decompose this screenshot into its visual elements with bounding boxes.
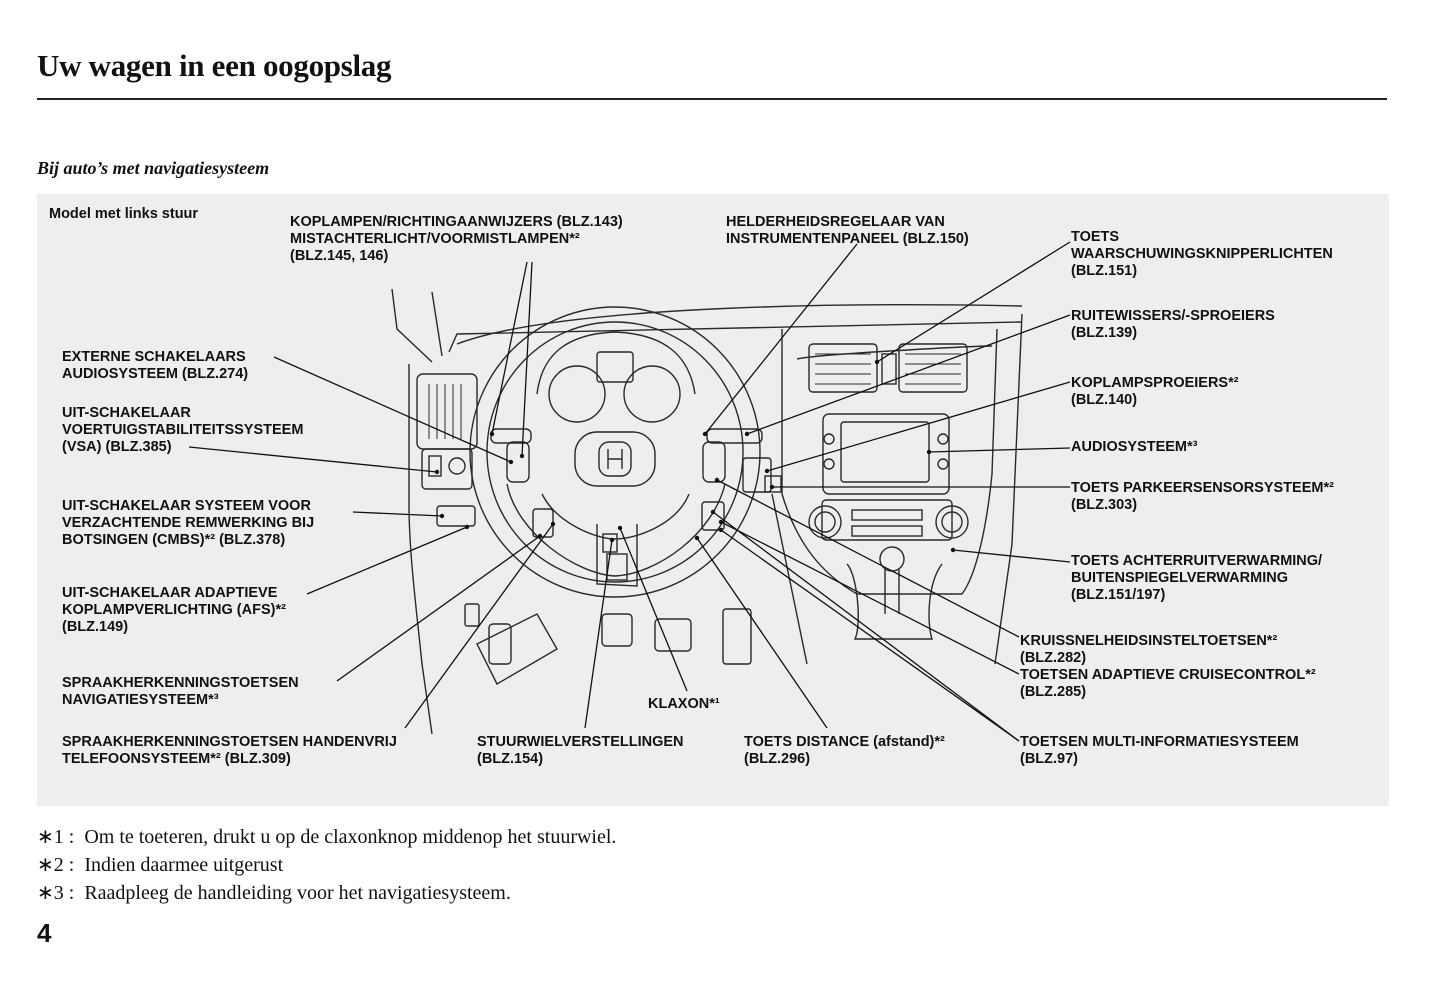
page-title: Uw wagen in een oogopslag [37, 48, 392, 83]
label-klaxon: KLAXON*¹ [648, 696, 720, 712]
label-achterruitverwarming: TOETS ACHTERRUITVERWARMING/ BUITENSPIEGE… [1071, 553, 1323, 603]
label-kruissnelheid: KRUISSNELHEIDSINSTELTOETSEN*² (BLZ.282) … [1020, 633, 1316, 700]
label-spraak-telefoon: SPRAAKHERKENNINGSTOETSEN HANDENVRIJ TELE… [62, 734, 397, 767]
label-multi-informatiesysteem: TOETSEN MULTI-INFORMATIESYSTEEM (BLZ.97) [1020, 734, 1299, 767]
label-stuurwielverstellingen: STUURWIELVERSTELLINGEN (BLZ.154) [477, 734, 684, 767]
label-koplampsproeiers: KOPLAMPSPROEIERS*² (BLZ.140) [1071, 375, 1239, 408]
label-helderheid: HELDERHEIDSREGELAAR VAN INSTRUMENTENPANE… [726, 214, 969, 247]
label-afs: UIT-SCHAKELAAR ADAPTIEVE KOPLAMPVERLICHT… [62, 585, 286, 635]
label-parkeersensor: TOETS PARKEERSENSORSYSTEEM*² (BLZ.303) [1071, 480, 1334, 513]
label-audiosysteem: AUDIOSYSTEEM*³ [1071, 439, 1198, 455]
dashboard-illustration [188, 241, 1071, 742]
label-distance: TOETS DISTANCE (afstand)*² (BLZ.296) [744, 734, 945, 767]
footnote-1: ∗1 : Om te toeteren, drukt u op de claxo… [37, 826, 617, 848]
dashboard-diagram-panel: Model met links stuur KOPLAMPEN/RICHTING… [37, 194, 1389, 806]
section-subtitle: Bij auto’s met navigatiesysteem [37, 158, 270, 178]
footnote-3: ∗3 : Raadpleeg de handleiding voor het n… [37, 882, 511, 904]
label-spraak-navigatie: SPRAAKHERKENNINGSTOETSEN NAVIGATIESYSTEE… [62, 675, 299, 708]
label-externe-schakelaars: EXTERNE SCHAKELAARS AUDIOSYSTEEM (BLZ.27… [62, 349, 249, 382]
label-ruitewissers: RUITEWISSERS/-SPROEIERS (BLZ.139) [1071, 308, 1275, 341]
label-vsa: UIT-SCHAKELAAR VOERTUIGSTABILITEITSSYSTE… [62, 405, 304, 455]
label-waarschuwingsknipperlichten: TOETS WAARSCHUWINGSKNIPPERLICHTEN (BLZ.1… [1071, 229, 1333, 279]
title-rule [37, 98, 1387, 100]
page-number: 4 [37, 918, 52, 948]
model-label: Model met links stuur [49, 206, 199, 222]
footnote-2: ∗2 : Indien daarmee uitgerust [37, 854, 284, 876]
label-cmbs: UIT-SCHAKELAAR SYSTEEM VOOR VERZACHTENDE… [62, 498, 315, 548]
label-koplampen: KOPLAMPEN/RICHTINGAANWIJZERS (BLZ.143) M… [290, 214, 623, 264]
